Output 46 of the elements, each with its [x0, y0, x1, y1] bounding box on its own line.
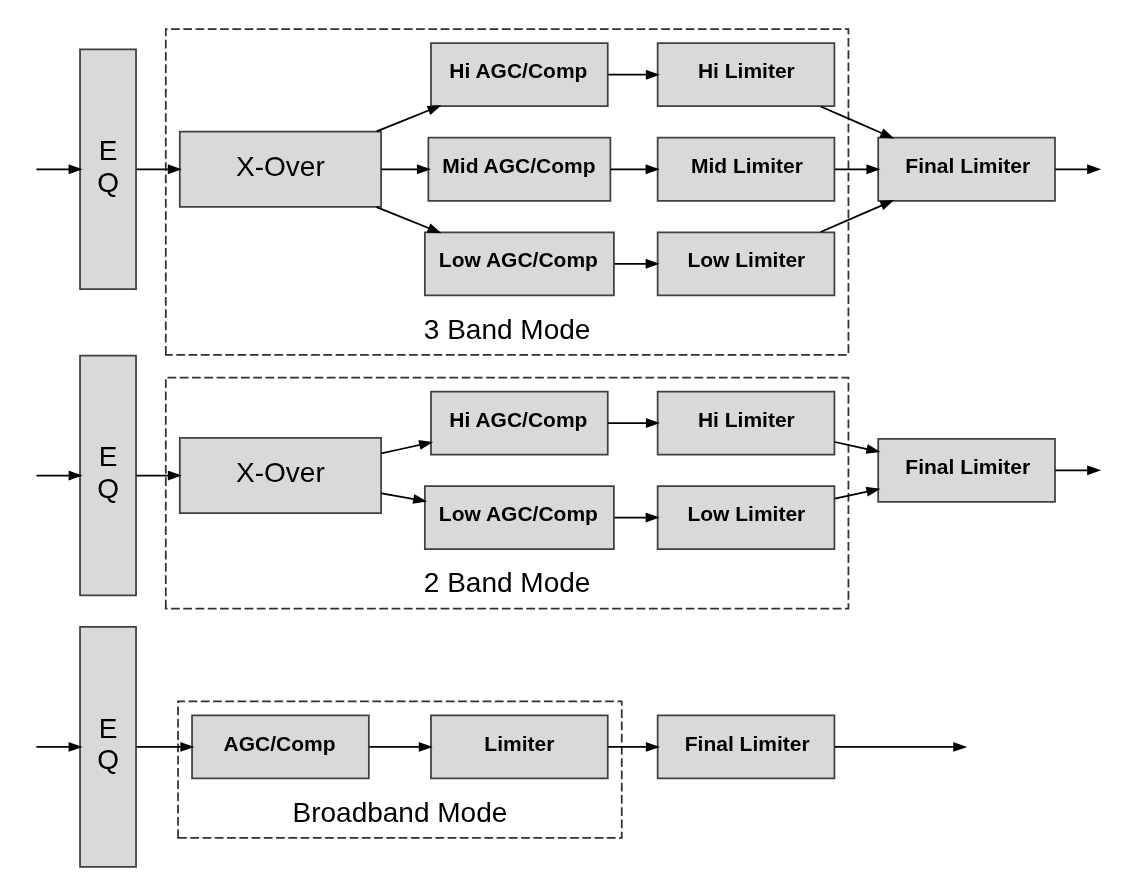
arrow: [375, 105, 442, 133]
node-box: E Q: [79, 48, 137, 291]
node-box: Hi AGC/Comp: [430, 390, 609, 456]
arrow: [607, 418, 660, 428]
arrow: [35, 164, 83, 175]
arrow: [1054, 465, 1102, 476]
arrow: [833, 486, 881, 500]
arrow: [833, 441, 881, 454]
node-box: Final Limiter: [656, 714, 836, 780]
node-box: Mid Limiter: [656, 136, 836, 202]
arrow: [833, 741, 968, 752]
arrow: [613, 512, 660, 523]
node-box: Low Limiter: [656, 485, 836, 550]
node-box: X-Over: [178, 130, 382, 208]
node-box: Low Limiter: [656, 231, 836, 297]
node-box: Final Limiter: [877, 437, 1056, 503]
arrow: [607, 69, 660, 80]
arrow: [1054, 164, 1102, 175]
node-box: Hi AGC/Comp: [430, 42, 609, 108]
arrow: [375, 206, 442, 234]
arrow: [833, 164, 881, 175]
arrow: [819, 105, 895, 139]
node-box: Limiter: [430, 714, 609, 780]
arrow: [609, 164, 660, 175]
arrow: [135, 164, 182, 175]
arrow: [607, 741, 660, 752]
arrow: [135, 741, 195, 752]
arrow: [380, 440, 434, 455]
arrow: [35, 470, 83, 481]
node-box: E Q: [79, 626, 137, 868]
node-box: Final Limiter: [877, 136, 1056, 202]
node-box: Mid AGC/Comp: [427, 136, 612, 202]
node-box: Hi Limiter: [656, 42, 836, 108]
node-box: AGC/Comp: [191, 714, 370, 780]
node-box: Low AGC/Comp: [423, 485, 615, 550]
arrow: [135, 470, 182, 481]
arrow: [380, 492, 428, 504]
node-box: Hi Limiter: [656, 390, 836, 456]
node-box: X-Over: [178, 437, 382, 515]
arrow: [368, 741, 433, 752]
node-box: Low AGC/Comp: [423, 231, 615, 297]
node-box: E Q: [79, 354, 137, 597]
arrow: [819, 200, 895, 233]
arrow: [613, 258, 660, 269]
arrow: [35, 741, 83, 752]
arrow: [380, 164, 431, 175]
